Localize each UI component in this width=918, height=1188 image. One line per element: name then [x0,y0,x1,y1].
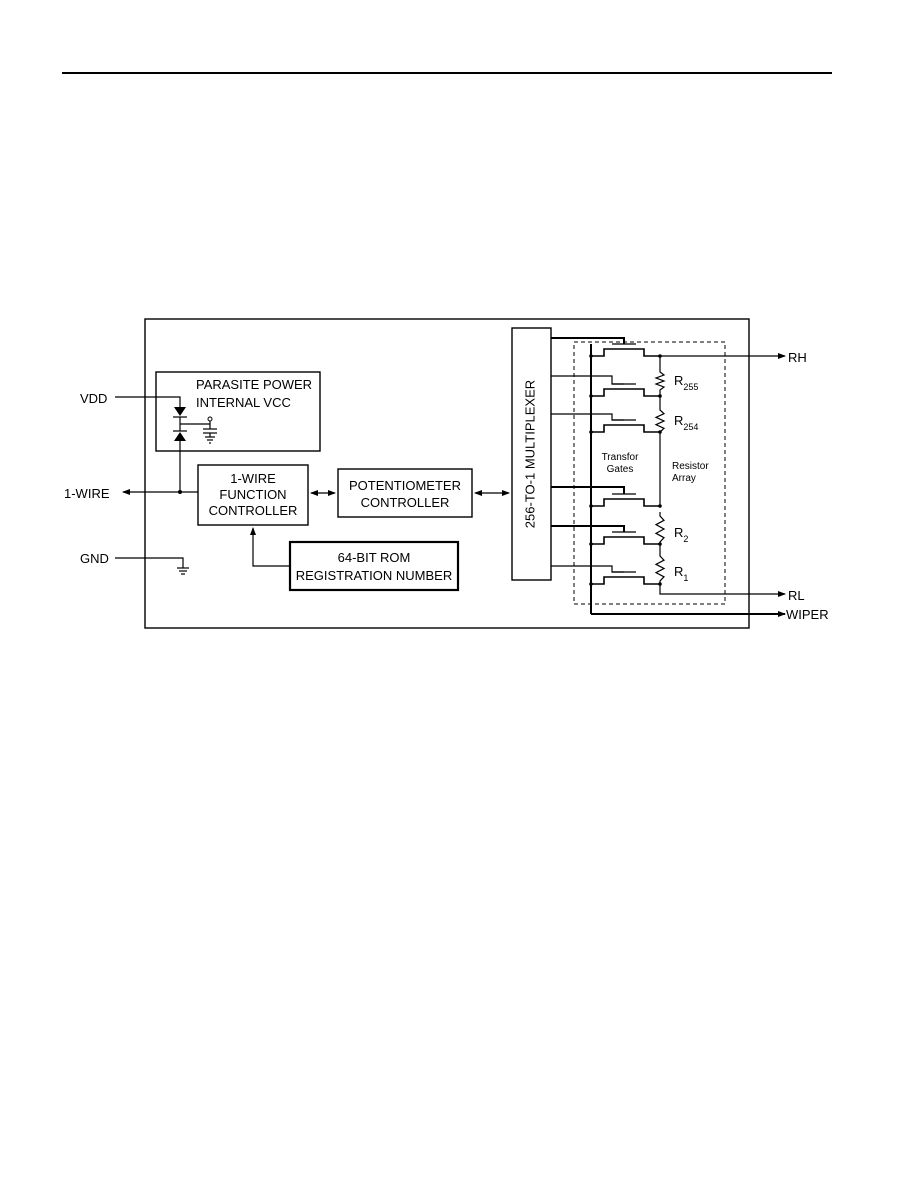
resistor-array-line1: Resistor [672,461,709,472]
vdd-wire [115,396,181,407]
rom-registration-block: 64-BIT ROM REGISTRATION NUMBER [288,540,460,592]
resistor-icon [654,406,666,436]
resistor-label-r1: R1 [674,564,688,583]
page-header-rule [62,72,832,74]
rom-to-controller-arrow [250,527,290,567]
pot-controller-line2: CONTROLLER [361,495,450,510]
parasite-power-block: PARASITE POWER INTERNAL VCC [155,371,321,452]
transfer-gates-line1: Transfor [602,452,640,463]
wiper-pin-label: WIPER [786,607,829,622]
resistor-icon [654,512,666,546]
mux-control-lines [551,337,625,573]
multiplexer-block: 256-TO-1 MULTIPLEXER [511,327,552,581]
gnd-pin-label: GND [80,551,109,566]
capacitor-icon [203,416,217,444]
resistor-icon [654,552,666,585]
resistor-label-r254: R254 [674,413,698,432]
resistor-label-r2: R2 [674,525,688,544]
transfer-gate-icon [589,493,662,508]
rom-line1: 64-BIT ROM [338,550,411,565]
potentiometer-controller: POTENTIOMETER CONTROLLER [337,468,473,518]
multiplexer-label: 256-TO-1 MULTIPLEXER [522,380,537,528]
onewire-controller-line3: CONTROLLER [209,503,298,518]
pot-controller-line1: POTENTIOMETER [349,478,461,493]
transfer-gates-line2: Gates [607,464,634,475]
resistor-array-line2: Array [672,473,696,484]
resistor-icon [654,368,666,394]
rl-output-wire [659,585,786,597]
onewire-controller-line2: FUNCTION [219,487,286,502]
rh-pin-label: RH [788,350,807,365]
internal-vcc-label: INTERNAL VCC [196,395,291,410]
transfer-gate-icon [589,531,662,546]
rom-line2: REGISTRATION NUMBER [296,568,453,583]
resistor-label-r255: R255 [674,373,698,392]
ground-icon [115,557,189,575]
rl-pin-label: RL [788,588,805,603]
parasite-power-label: PARASITE POWER [196,377,312,392]
transfer-gate-icon [589,343,662,358]
resistor-array-outline [573,341,726,605]
onewire-function-controller: 1-WIRE FUNCTION CONTROLLER [197,464,309,526]
resistor-chain [654,356,666,585]
vdd-pin-label: VDD [80,391,107,406]
onewire-pin-label: 1-WIRE [64,486,110,501]
onewire-controller-line1: 1-WIRE [230,471,276,486]
